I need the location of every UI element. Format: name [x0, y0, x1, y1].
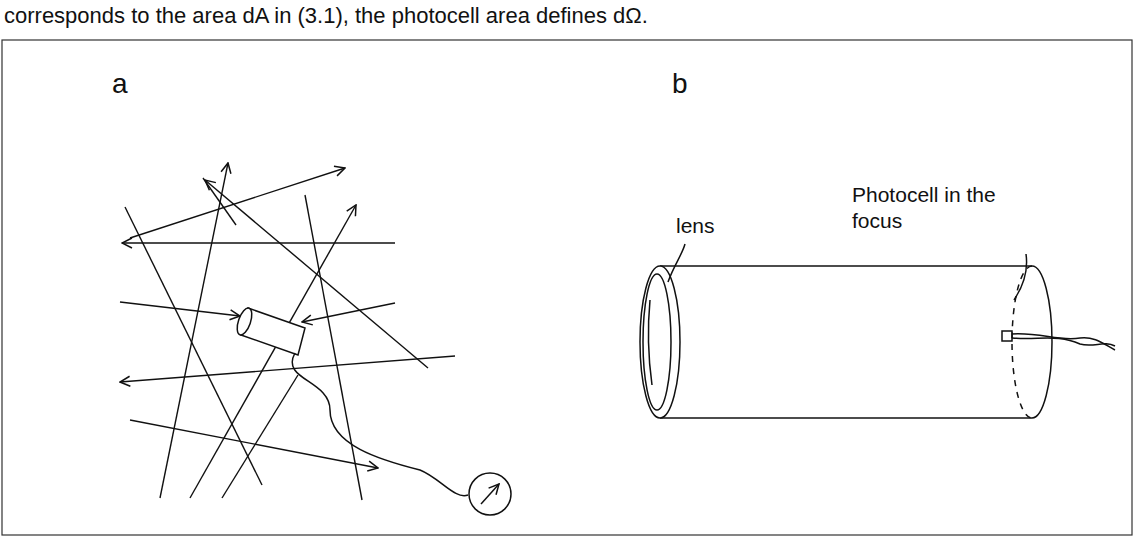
detector-cable	[292, 353, 468, 496]
tube-bottom	[660, 417, 1032, 419]
lens-photocell-tube	[640, 244, 1115, 418]
tube-top	[660, 265, 1032, 267]
light-rays	[120, 163, 455, 500]
tube-end	[1032, 266, 1052, 418]
meter-dial	[469, 473, 511, 515]
small-detector	[234, 306, 511, 515]
photocell	[1002, 331, 1012, 341]
lens-glint	[648, 300, 652, 385]
photocell-wire	[1012, 338, 1115, 346]
ray	[203, 178, 236, 225]
ray	[302, 303, 395, 322]
figure-frame	[2, 40, 1132, 535]
ray	[120, 302, 240, 316]
ray	[120, 356, 455, 382]
lens-inner	[643, 274, 671, 410]
tube-end-hidden	[1012, 266, 1032, 418]
part-label: lens	[676, 213, 715, 239]
photocell-wire	[1012, 334, 1115, 350]
lens-leader	[668, 244, 685, 282]
ray	[305, 195, 362, 500]
ray	[125, 207, 262, 485]
ray	[222, 375, 298, 498]
part-label: Photocell in the focus	[852, 182, 1032, 235]
ray	[190, 205, 356, 498]
panel-letter: a	[112, 66, 128, 101]
meter-needle	[481, 484, 499, 504]
ray	[122, 242, 395, 243]
panel-letter: b	[672, 66, 688, 101]
ray	[130, 168, 345, 238]
body-text-line: corresponds to the area dA in (3.1), the…	[4, 2, 648, 30]
detector-lens	[234, 306, 254, 336]
photocell-leader	[1014, 254, 1027, 300]
lens-rim	[640, 266, 680, 418]
